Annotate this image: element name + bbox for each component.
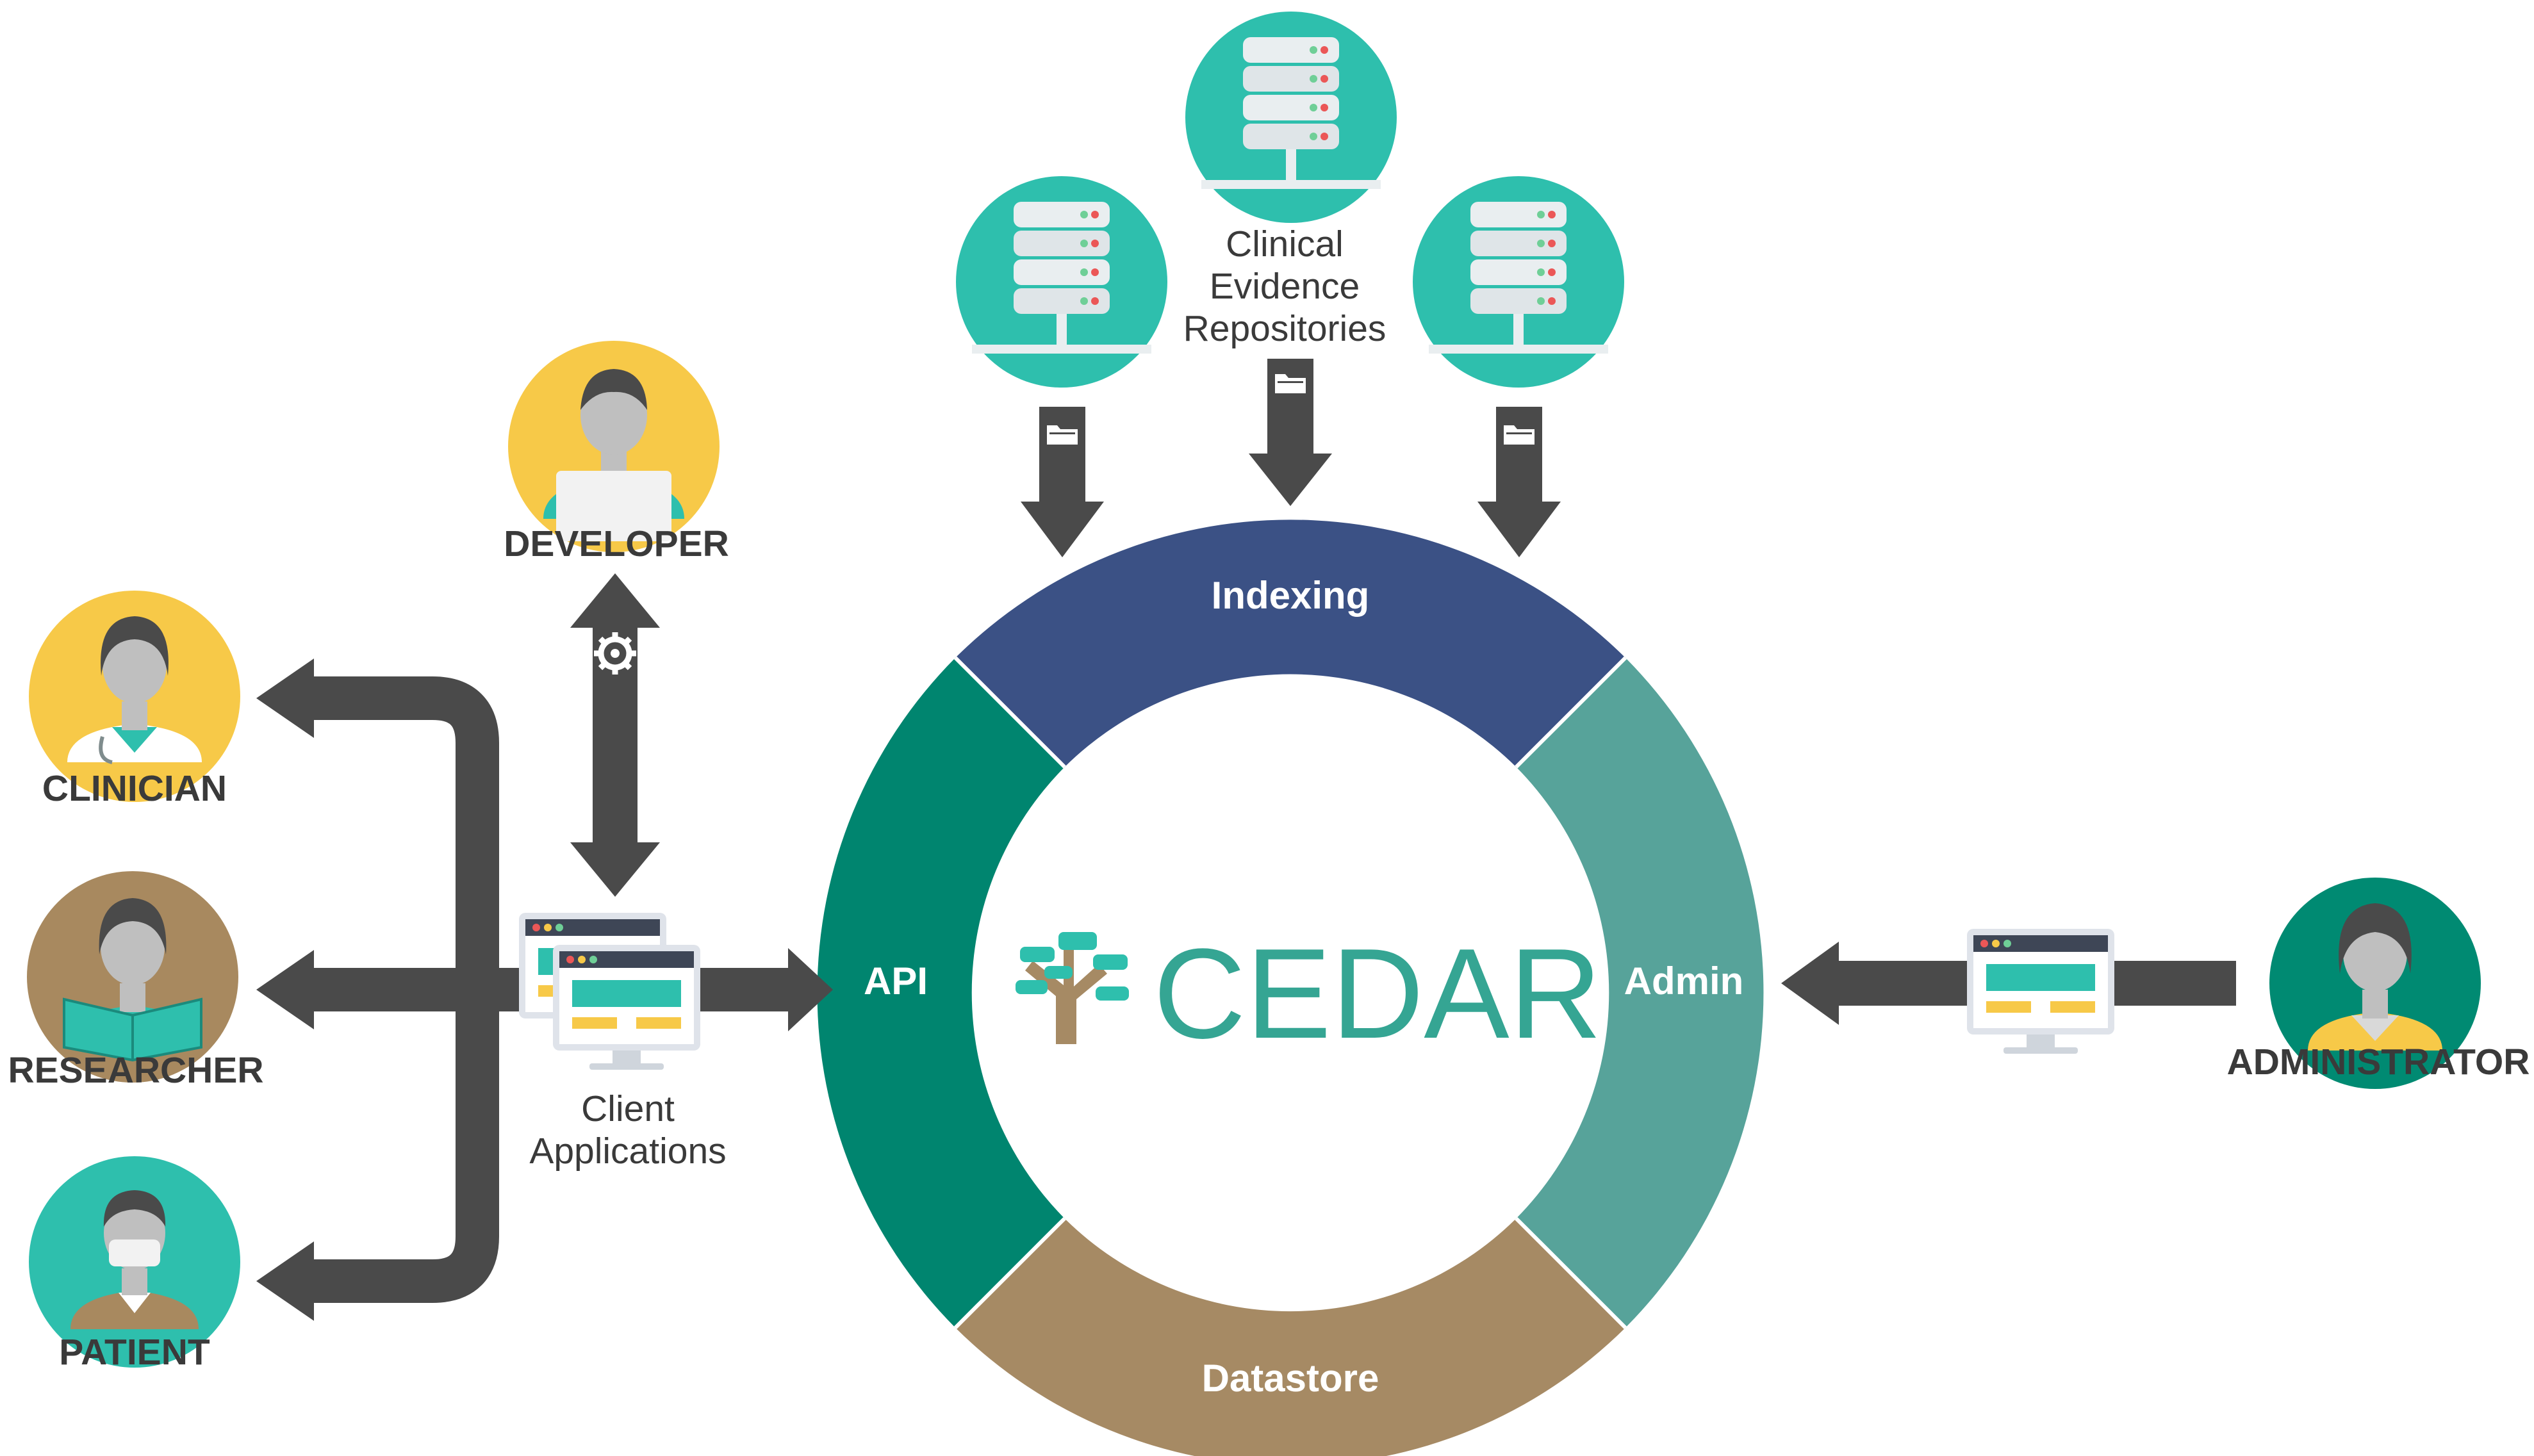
segment-label-datastore: Datastore <box>1202 1357 1379 1400</box>
monitor-icon <box>553 945 700 1070</box>
brand-name: CEDAR <box>1153 922 1602 1065</box>
repositories-label-line-1: Clinical <box>1226 224 1344 265</box>
client-apps-label-line-2: Applications <box>529 1131 726 1172</box>
repository-arrow-right <box>1477 407 1561 557</box>
actor-clinician: CLINICIAN <box>29 591 240 809</box>
cedar-core-ring: Indexing API Admin Datastore CEDAR <box>817 519 1764 1456</box>
actor-patient: PATIENT <box>29 1156 240 1373</box>
person-icon <box>63 898 202 1062</box>
actor-label-administrator: ADMINISTRATOR <box>2227 1042 2530 1083</box>
arrow-to-clinician <box>256 658 314 738</box>
actor-label-clinician: CLINICIAN <box>42 768 227 809</box>
client-distribution-arrows <box>256 658 564 1321</box>
actor-label-researcher: RESEARCHER <box>8 1050 263 1091</box>
tree-logo-icon <box>1016 932 1129 1044</box>
ring-dividers <box>953 656 1627 1329</box>
segment-label-indexing: Indexing <box>1212 574 1370 617</box>
developer-link-arrow <box>570 573 660 897</box>
person-icon <box>2308 903 2442 1051</box>
segment-label-admin: Admin <box>1624 960 1744 1002</box>
person-icon <box>70 1190 199 1329</box>
ring-segment-indexing <box>955 519 1625 767</box>
gear-icon <box>594 632 636 675</box>
actor-administrator: ADMINISTRATOR <box>2227 878 2530 1089</box>
actor-developer: DEVELOPER <box>504 341 729 564</box>
repository-arrow-center <box>1249 359 1332 506</box>
database-icon <box>956 176 1167 388</box>
actor-label-developer: DEVELOPER <box>504 523 729 564</box>
arrow-to-patient <box>256 1241 314 1321</box>
repositories-label-line-2: Evidence <box>1210 266 1360 307</box>
arrow-to-researcher <box>256 950 314 1029</box>
administrator-to-admin-arrow <box>1781 929 2236 1054</box>
person-icon <box>543 369 684 541</box>
database-icon <box>1413 176 1624 388</box>
repository-arrow-left <box>1021 407 1104 557</box>
clinical-evidence-repositories: Clinical Evidence Repositories <box>956 12 1624 388</box>
client-applications: Client Applications <box>519 913 727 1172</box>
ring-segment-admin <box>1516 657 1764 1328</box>
client-to-api-arrow <box>692 948 833 1031</box>
actor-researcher: RESEARCHER <box>8 871 264 1091</box>
monitor-icon <box>1967 929 2114 1054</box>
ring-segment-api <box>817 657 1065 1328</box>
client-apps-label-line-1: Client <box>581 1088 675 1129</box>
person-icon <box>67 616 202 764</box>
repository-arrows <box>1021 359 1561 557</box>
ring-segment-datastore <box>955 1218 1625 1456</box>
repositories-label-line-3: Repositories <box>1183 308 1386 349</box>
actor-label-patient: PATIENT <box>59 1332 210 1373</box>
database-icon <box>1185 12 1397 223</box>
segment-label-api: API <box>864 960 928 1002</box>
